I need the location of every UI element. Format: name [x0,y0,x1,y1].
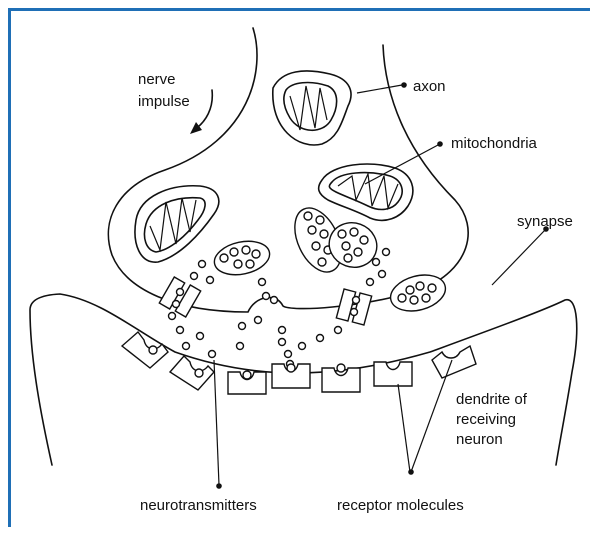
receptor-molecules [122,332,476,394]
nerve-impulse-arrow [190,90,212,134]
vesicle-oval-3 [211,237,272,280]
label-receptor-molecules: receptor molecules [337,497,464,514]
vesicle-oval-4 [387,269,450,316]
mitochondrion-right [319,164,413,220]
leader-axon [357,82,407,93]
label-axon: axon [413,78,446,95]
channel-left [159,277,200,319]
label-synapse: synapse [517,213,573,230]
mitochondrion-left [135,186,219,262]
label-nerve-2: impulse [138,93,190,110]
leader-neurotransmitters [214,360,222,489]
leader-mitochondria [365,141,443,184]
label-dendrite-2: receiving [456,411,516,428]
label-mitochondria: mitochondria [451,135,538,152]
label-dendrite-1: dendrite of [456,391,528,408]
channel-right [336,289,371,325]
label-nerve-1: nerve [138,71,176,88]
label-dendrite-3: neuron [456,431,503,448]
label-neurotransmitters: neurotransmitters [140,497,257,514]
mitochondrion-top [273,71,351,145]
leader-dendrite [408,360,452,475]
leader-receptor [398,384,410,472]
leader-synapse [492,226,549,285]
